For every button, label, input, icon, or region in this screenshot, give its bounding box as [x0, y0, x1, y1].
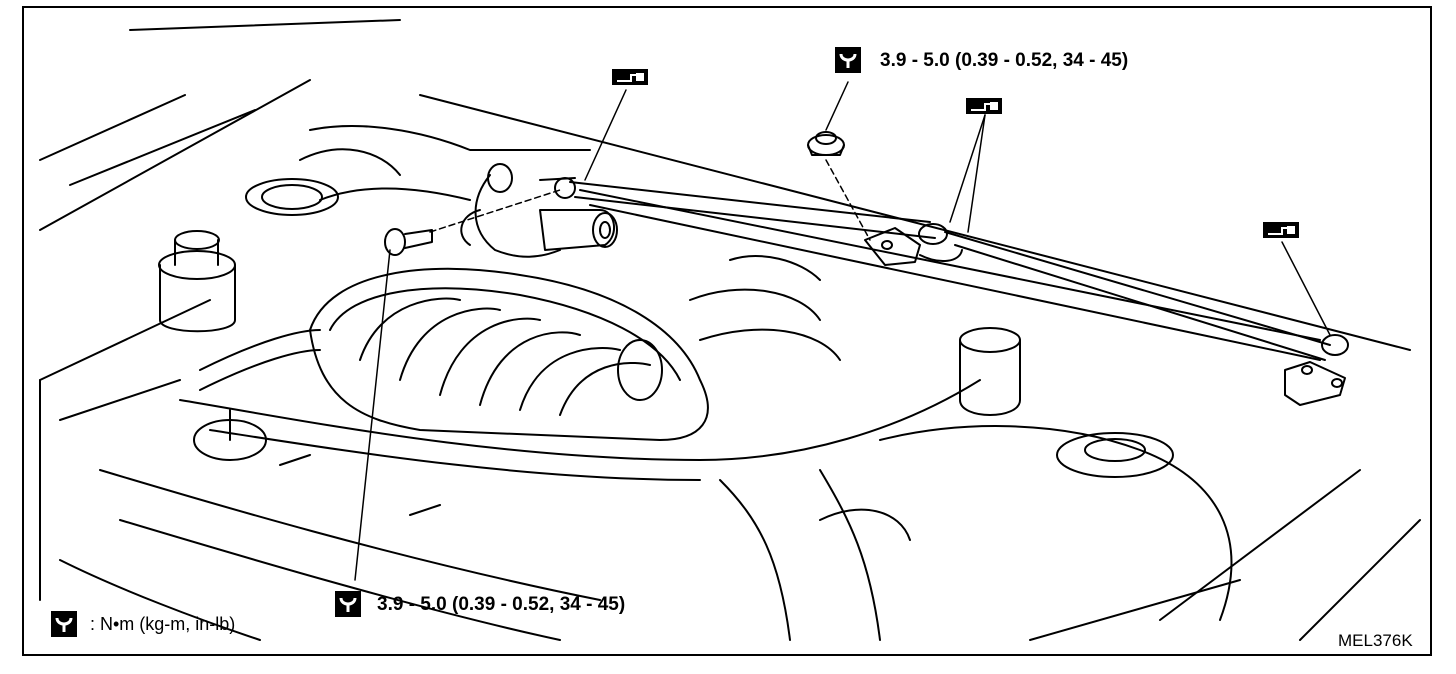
torque-spec-bottom: 3.9 - 5.0 (0.39 - 0.52, 34 - 45) — [377, 594, 626, 615]
torque-wrench-icon — [835, 47, 861, 73]
torque-wrench-icon — [335, 591, 361, 617]
lower-bay — [59, 409, 601, 641]
figure-frame — [22, 6, 1432, 656]
reservoir-tank — [158, 230, 236, 333]
torque-spec-top: 3.9 - 5.0 (0.39 - 0.52, 34 - 45) — [880, 50, 1129, 71]
wiper-motor — [460, 163, 618, 258]
body-lines — [39, 19, 1421, 641]
torque-wrench-icon — [51, 611, 77, 637]
radiator-support — [245, 125, 591, 216]
torque-legend: : N•m (kg-m, in-lb) — [90, 614, 236, 634]
figure-code: MEL376K — [1338, 631, 1413, 650]
motor-bolt — [384, 228, 433, 256]
grease-point-icon — [966, 98, 1002, 114]
grease-point-icon — [1263, 222, 1299, 238]
grease-point-icon — [612, 69, 648, 85]
leader-lines — [354, 81, 1331, 581]
wiper-linkage — [569, 181, 1331, 361]
pivot-nut — [807, 131, 845, 156]
right-pivot — [1284, 334, 1349, 406]
center-pivot — [864, 223, 963, 266]
intake-manifold — [199, 267, 709, 441]
engine-block — [179, 255, 1233, 641]
